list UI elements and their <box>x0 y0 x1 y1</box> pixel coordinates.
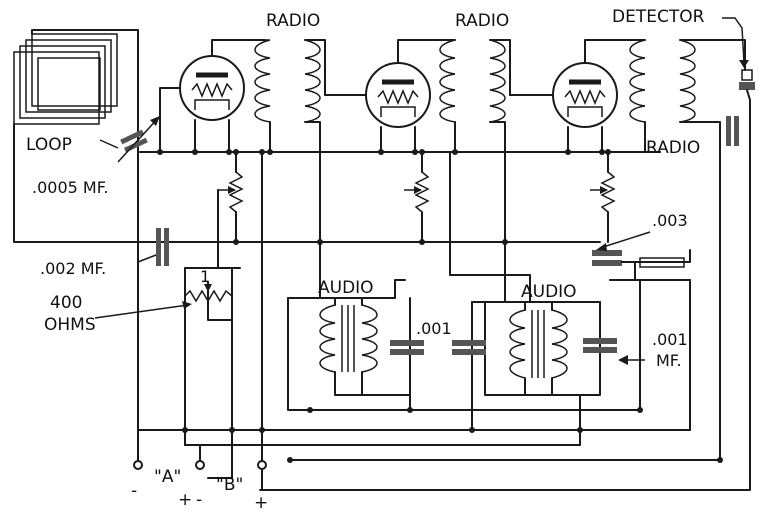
label-audio-1: AUDIO <box>318 278 374 298</box>
label-radio-2: RADIO <box>455 11 509 31</box>
capacitor-001-b <box>583 338 645 365</box>
capacitor-003 <box>592 231 651 266</box>
label-cap-0005: .0005 MF. <box>32 178 108 197</box>
label-cap-001-b: .001 <box>652 330 688 349</box>
label-terminal-a: "A" <box>154 467 181 487</box>
label-detector: DETECTOR <box>612 7 705 27</box>
label-radio-1: RADIO <box>266 11 320 31</box>
label-terminal-b: "B" <box>216 475 243 495</box>
label-a-plus: + <box>178 490 192 510</box>
label-b-plus: + <box>254 493 268 511</box>
rheostat-3 <box>590 171 616 213</box>
label-radio-3: RADIO <box>646 138 700 158</box>
rheostat-1 <box>218 171 244 213</box>
potentiometer-400-ohms <box>94 282 233 319</box>
label-res-number: 1 <box>200 267 210 286</box>
grid-leak <box>639 257 685 268</box>
rf-transformer-1 <box>254 39 321 123</box>
label-loop: LOOP <box>26 135 72 155</box>
vacuum-tube-1 <box>179 55 245 121</box>
label-res-ohms: OHMS <box>44 315 96 335</box>
loop-antenna <box>13 33 118 125</box>
capacitor-002-mf <box>156 228 169 266</box>
audio-transformer-2 <box>509 309 568 379</box>
rheostat-2 <box>404 171 430 213</box>
label-cap-002: .002 MF. <box>40 259 106 278</box>
label-audio-2: AUDIO <box>521 282 577 302</box>
junction-dots <box>157 149 723 463</box>
capacitor-001-a <box>390 340 424 355</box>
vacuum-tube-2 <box>365 62 431 128</box>
radio-bypass-capacitor <box>726 116 739 146</box>
capacitor-001-link <box>452 340 486 355</box>
terminal-b-plus <box>257 460 267 470</box>
label-cap-001-a: .001 <box>416 319 452 338</box>
rf-transformer-2 <box>439 39 506 123</box>
label-cap-001-b-unit: MF. <box>656 351 682 370</box>
label-cap-003: .003 <box>652 211 688 230</box>
terminal-a-plus <box>195 460 205 470</box>
label-res-400: 400 <box>50 293 82 313</box>
rf-transformer-3 <box>629 39 696 123</box>
vacuum-tube-3 <box>552 62 618 128</box>
capacitor-0005-mf <box>117 115 161 163</box>
label-a-minus: - <box>131 481 137 501</box>
audio-transformer-1 <box>319 304 378 373</box>
label-b-minus: - <box>196 490 202 510</box>
crystal-detector <box>722 17 755 90</box>
terminal-a-minus <box>133 460 143 470</box>
